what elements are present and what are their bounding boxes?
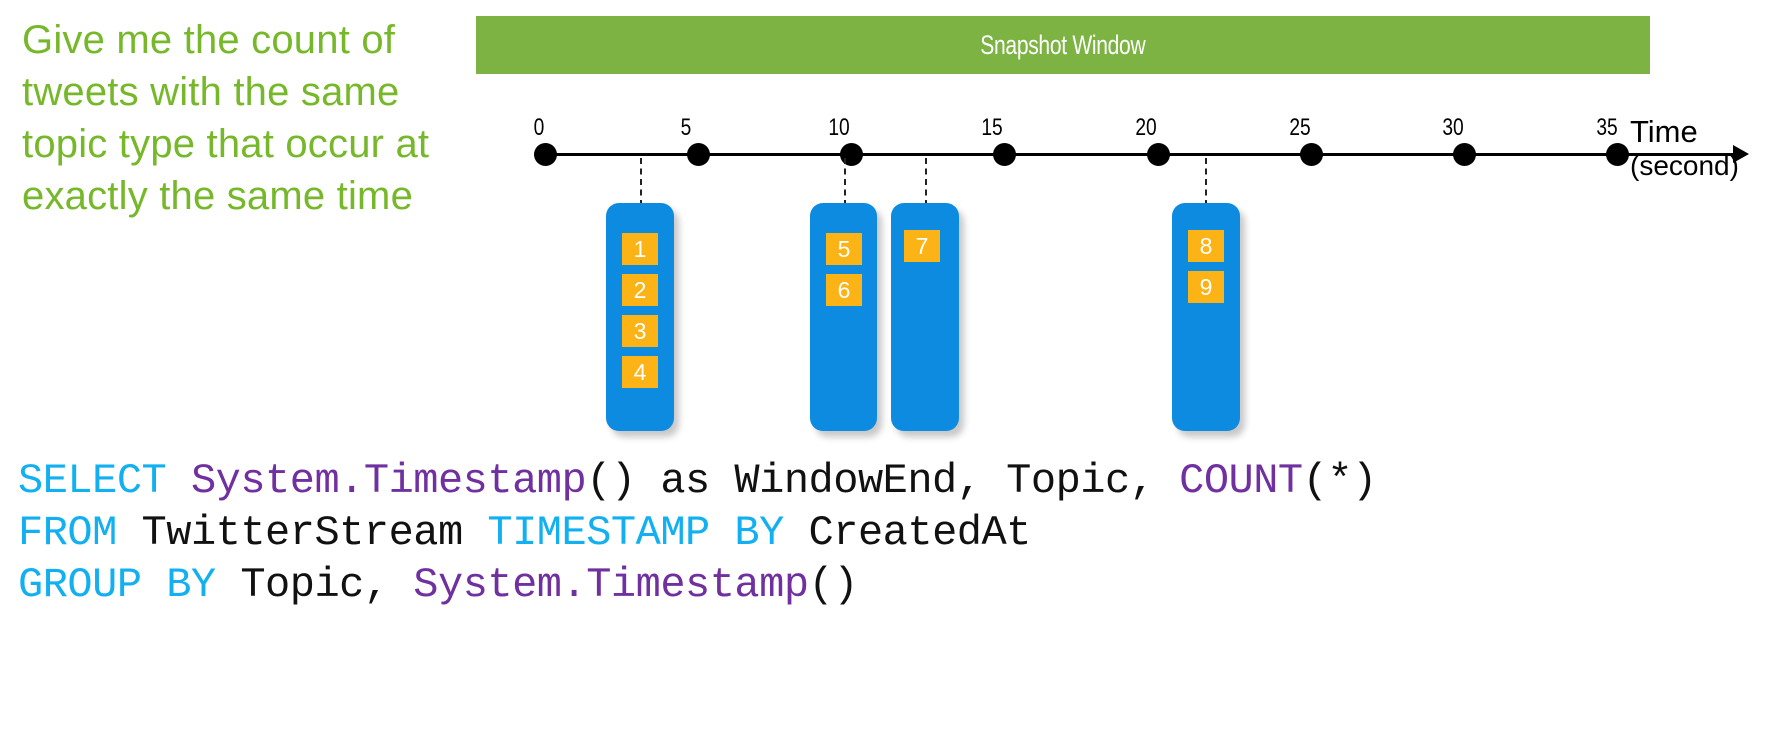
sql-keyword: FROM: [18, 509, 142, 557]
sql-keyword: TIMESTAMP BY: [487, 509, 809, 557]
tick-label-10: 10: [828, 114, 850, 141]
sql-plain: CreatedAt: [808, 509, 1032, 557]
tick-label-5: 5: [680, 114, 692, 141]
sql-plain: Topic,: [240, 561, 414, 609]
axis-title: Time (second): [1630, 114, 1739, 184]
event-tile: 6: [826, 274, 862, 306]
axis-dot-20: [1147, 143, 1170, 166]
tick-label-25: 25: [1289, 114, 1311, 141]
sql-plain: () as WindowEnd, Topic,: [586, 457, 1180, 505]
sql-keyword: SELECT: [18, 457, 191, 505]
snapshot-window-label: Snapshot Window: [980, 29, 1146, 60]
axis-title-unit: (second): [1630, 150, 1739, 181]
connector-group-4: [1205, 158, 1207, 206]
axis-dot-30: [1453, 143, 1476, 166]
event-block-group-4: 8 9: [1172, 203, 1240, 431]
event-block-group-1: 1 2 3 4: [606, 203, 674, 431]
event-tile: 4: [622, 356, 658, 388]
sql-plain: TwitterStream: [141, 509, 488, 557]
axis-dot-0: [534, 143, 557, 166]
event-tile: 3: [622, 315, 658, 347]
sql-query-block: SELECT System.Timestamp() as WindowEnd, …: [18, 455, 1758, 611]
sql-function: COUNT: [1179, 457, 1303, 505]
event-tile: 7: [904, 230, 940, 262]
event-tile: 9: [1188, 271, 1224, 303]
axis-dot-25: [1300, 143, 1323, 166]
event-tile: 2: [622, 274, 658, 306]
axis-dot-15: [993, 143, 1016, 166]
event-tile: 1: [622, 233, 658, 265]
sql-function: System.Timestamp: [413, 561, 809, 609]
axis-title-main: Time: [1630, 114, 1698, 149]
event-block-group-2: 5 6: [810, 203, 877, 431]
event-tile: 8: [1188, 230, 1224, 262]
question-text: Give me the count of tweets with the sam…: [22, 18, 430, 218]
axis-dot-5: [687, 143, 710, 166]
tick-label-15: 15: [981, 114, 1003, 141]
snapshot-window-banner: Snapshot Window: [476, 16, 1650, 74]
tick-label-30: 30: [1442, 114, 1464, 141]
axis-arrow-icon: [1733, 145, 1749, 163]
axis-dot-35: [1606, 143, 1629, 166]
tick-label-20: 20: [1135, 114, 1157, 141]
axis-line: [540, 153, 1740, 156]
sql-function: System.Timestamp: [190, 457, 587, 505]
tick-label-35: 35: [1596, 114, 1618, 141]
event-block-group-3: 7: [891, 203, 959, 431]
sql-plain: (): [808, 561, 859, 609]
tick-label-0: 0: [533, 114, 545, 141]
connector-group-2: [844, 158, 846, 206]
time-axis: 0 5 10 15 20 25 30 35 Time (second): [0, 100, 1785, 210]
connector-group-1: [640, 158, 642, 206]
event-tile: 5: [826, 233, 862, 265]
connector-group-3: [925, 158, 927, 206]
sql-keyword: GROUP BY: [18, 561, 241, 609]
sql-plain: (*): [1302, 457, 1378, 505]
